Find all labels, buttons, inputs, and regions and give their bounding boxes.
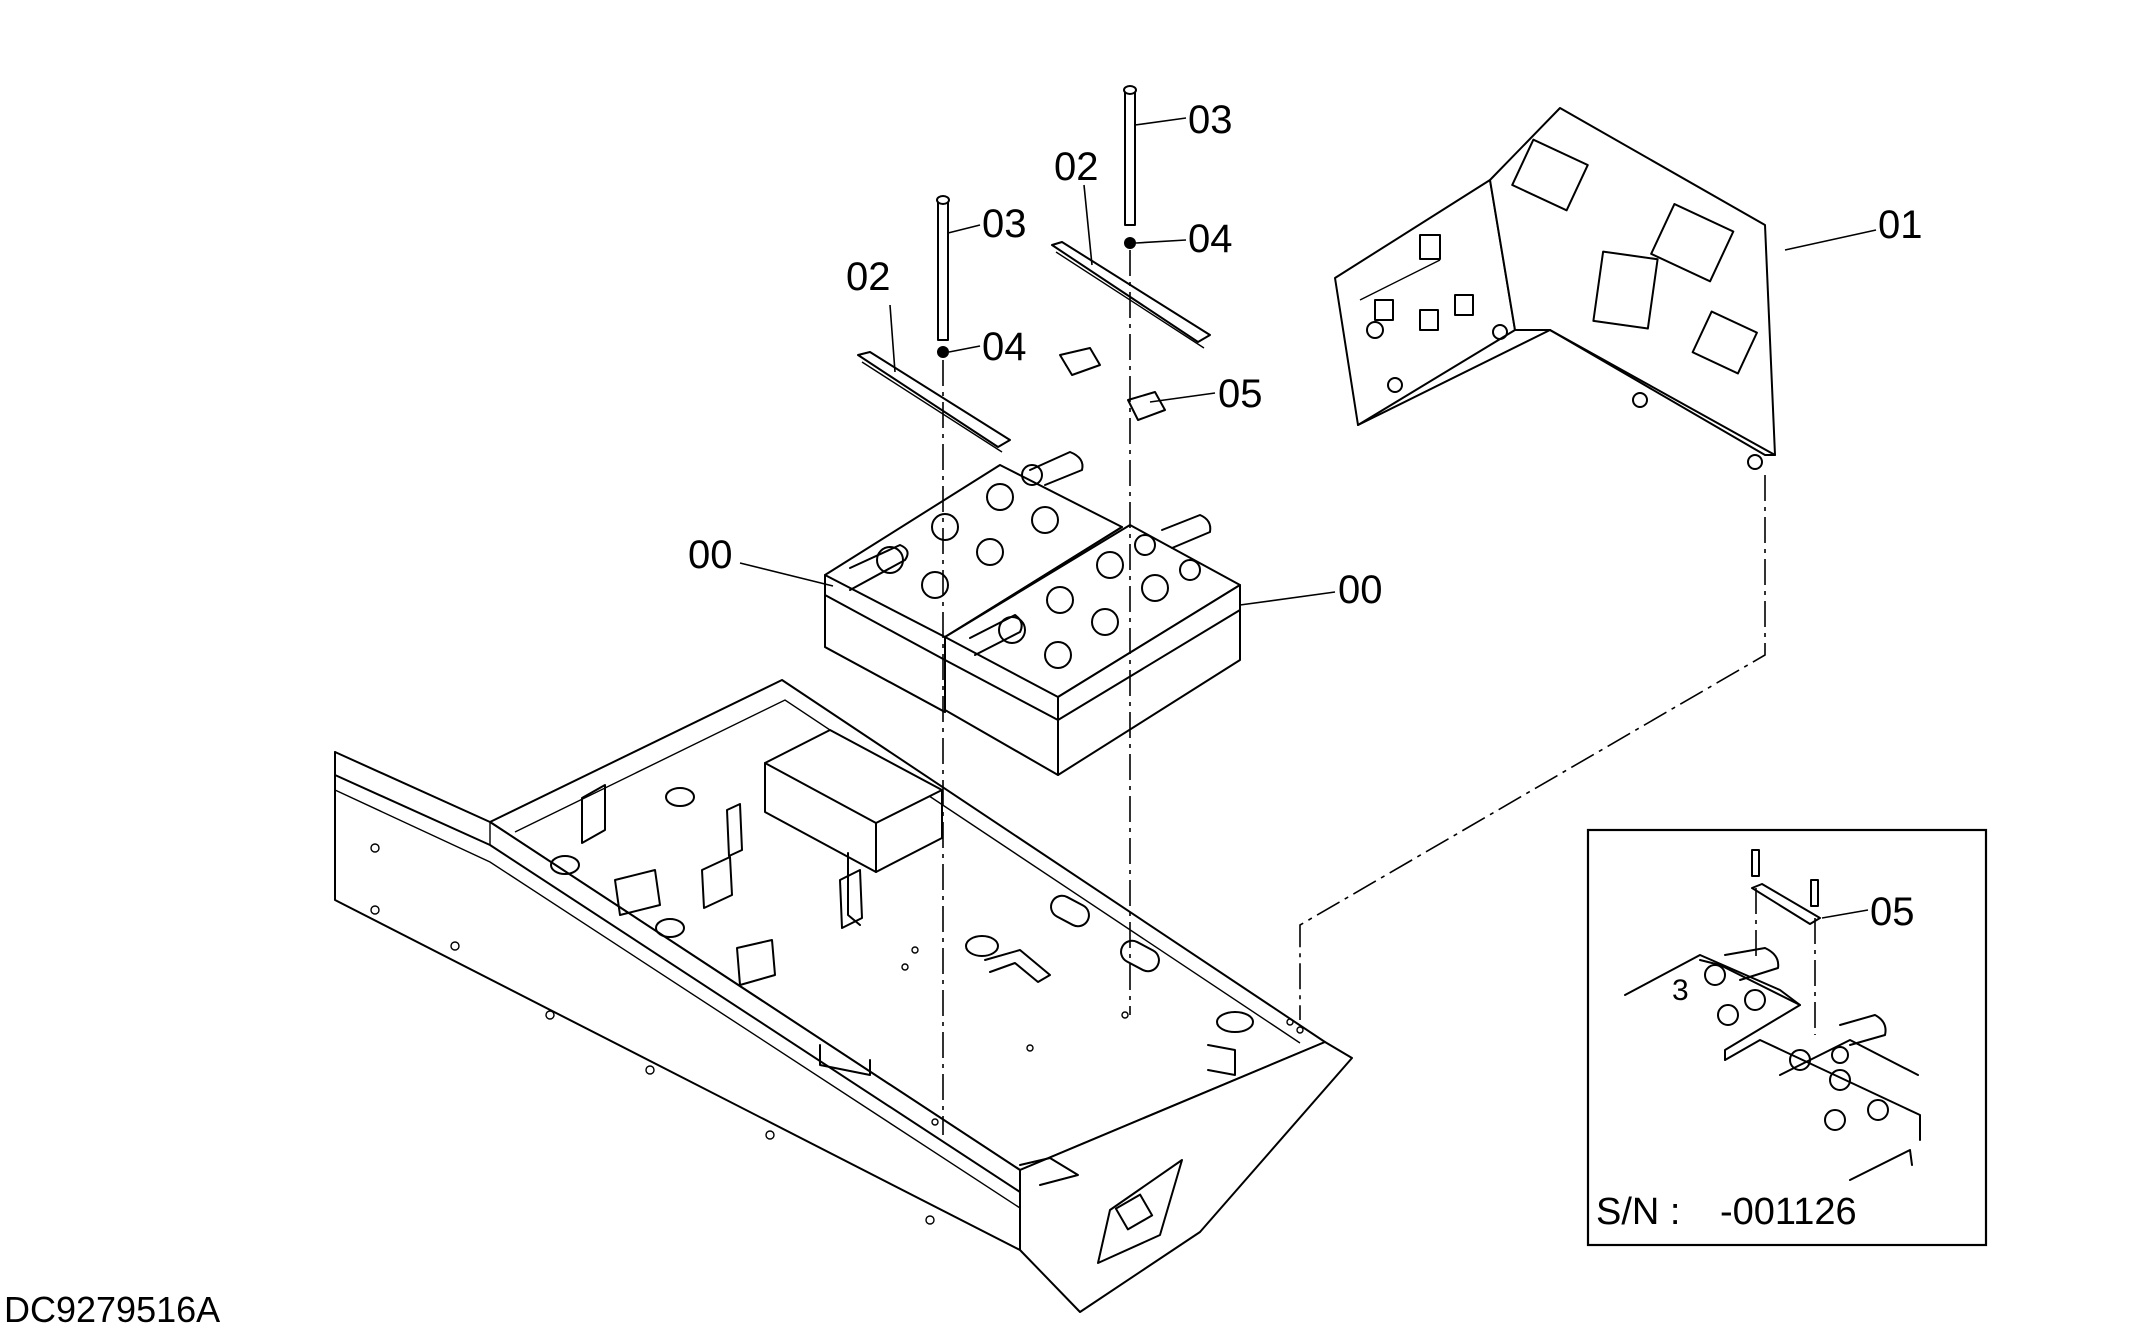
battery-right bbox=[944, 514, 1241, 776]
callout-relay-box: 01 bbox=[1878, 203, 1923, 247]
bar-right bbox=[1051, 241, 1211, 349]
bar-left bbox=[857, 351, 1011, 453]
battery-cable bbox=[1018, 347, 1166, 458]
inset-cell-mark: 3 bbox=[1672, 974, 1689, 1007]
inset-detail: 3 05 S/N : -001126 bbox=[1586, 828, 1988, 1247]
callout-battery-left: 00 bbox=[688, 533, 733, 577]
bolt-right bbox=[1123, 85, 1137, 226]
relay-box bbox=[1334, 107, 1776, 470]
drawing-code: DC9279516A bbox=[4, 1289, 220, 1329]
callout-cable: 05 bbox=[1218, 372, 1263, 416]
leader-lines bbox=[739, 117, 1877, 606]
callout-washer-left: 04 bbox=[982, 325, 1027, 369]
chassis-frame bbox=[334, 679, 1353, 1313]
battery-left bbox=[824, 451, 1123, 713]
callout-washer-right: 04 bbox=[1188, 217, 1233, 261]
inset-callout: 05 bbox=[1870, 890, 1915, 934]
serial-value: -001126 bbox=[1720, 1191, 1857, 1233]
washer-left bbox=[937, 346, 949, 358]
washer-right bbox=[1124, 237, 1136, 249]
bolt-left bbox=[936, 195, 950, 341]
callout-bar-right: 02 bbox=[1054, 145, 1099, 189]
serial-label: S/N : bbox=[1596, 1191, 1680, 1233]
callout-bar-left: 02 bbox=[846, 255, 891, 299]
callout-labels: 03 03 02 02 04 04 05 00 00 01 bbox=[688, 98, 1923, 612]
assembly-lines bbox=[942, 250, 1766, 1135]
callout-battery-right: 00 bbox=[1338, 568, 1383, 612]
callout-bolt-left: 03 bbox=[982, 202, 1027, 246]
callout-bolt-right: 03 bbox=[1188, 98, 1233, 142]
